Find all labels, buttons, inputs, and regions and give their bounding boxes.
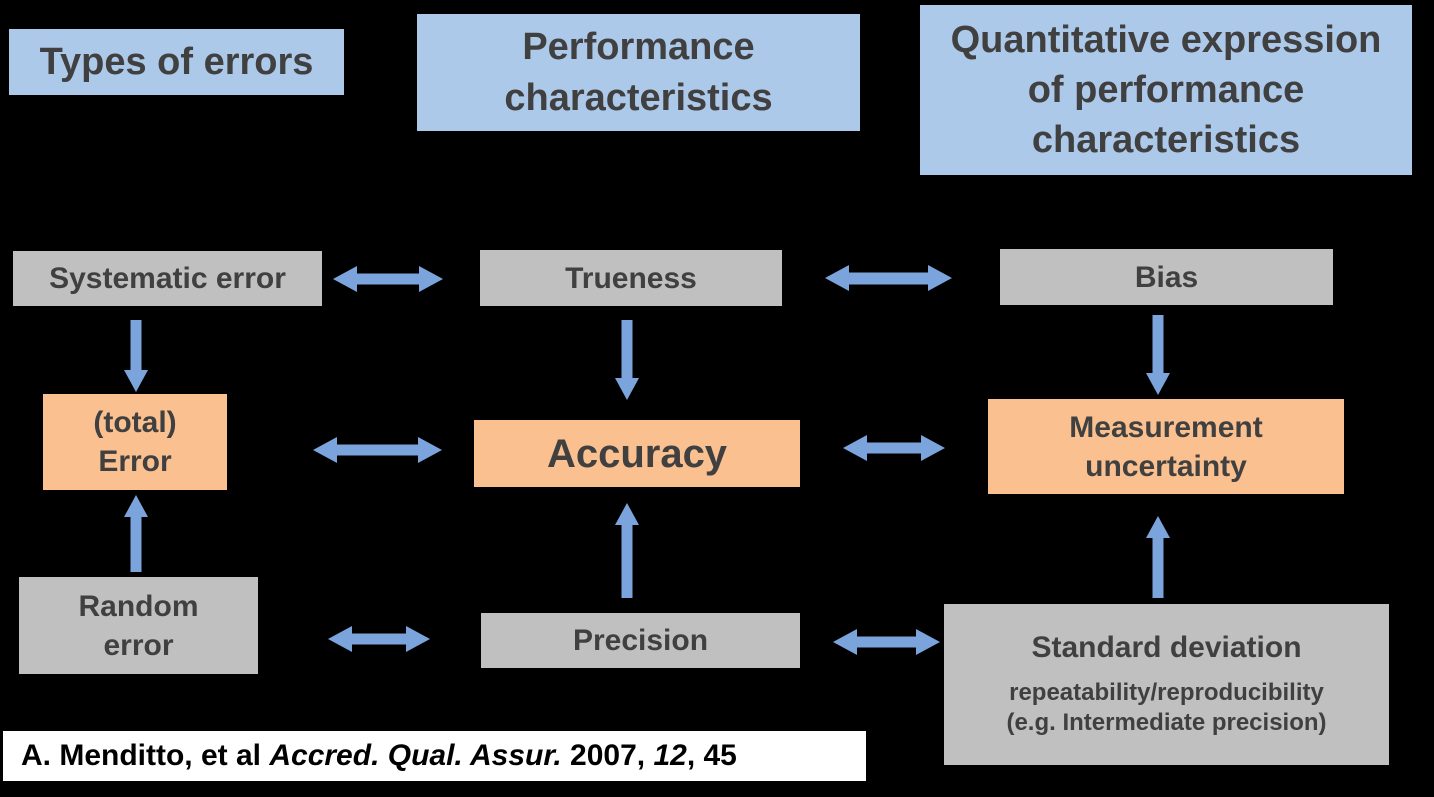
standard-deviation-title: Standard deviation [1031, 631, 1302, 664]
arrow-precision-to-accuracy-icon [615, 503, 639, 598]
citation-authors: A. Menditto, et al [21, 739, 270, 772]
arrow-accuracy-uncertainty-icon [843, 435, 945, 461]
arrow-totalerror-accuracy-icon [313, 437, 442, 463]
header-quantitative-expression: Quantitative expression of performance c… [920, 5, 1412, 175]
node-measurement-uncertainty: Measurement uncertainty [988, 399, 1344, 494]
arrow-systematic-to-totalerror-icon [124, 320, 148, 392]
arrow-stddev-to-uncertainty-icon [1146, 516, 1170, 598]
citation-pages: , 45 [686, 739, 737, 772]
node-standard-deviation: Standard deviation repeatability/reprodu… [944, 604, 1389, 765]
arrow-bias-to-uncertainty-icon [1146, 315, 1170, 395]
node-systematic-error: Systematic error [13, 251, 322, 306]
header-types-of-errors: Types of errors [9, 29, 344, 95]
node-bias: Bias [1000, 249, 1333, 305]
arrow-systematic-trueness-icon [333, 266, 443, 292]
arrow-random-precision-icon [328, 626, 430, 652]
citation-volume: 12 [653, 739, 687, 772]
header-performance-characteristics: Performance characteristics [417, 14, 860, 131]
node-trueness: Trueness [480, 250, 782, 306]
standard-deviation-subtext: repeatability/reproducibility (e.g. Inte… [1006, 679, 1327, 736]
arrow-trueness-to-accuracy-icon [615, 320, 639, 400]
citation-journal: Accred. Qual. Assur. [269, 739, 562, 772]
node-random-error: Random error [19, 577, 258, 674]
arrow-trueness-bias-icon [825, 265, 952, 291]
citation-bar: A. Menditto, et al Accred. Qual. Assur. … [3, 731, 866, 781]
node-total-error: (total) Error [43, 394, 227, 490]
node-precision: Precision [481, 613, 800, 668]
arrow-precision-stddev-icon [833, 629, 940, 655]
node-accuracy: Accuracy [474, 420, 800, 487]
arrow-random-to-totalerror-icon [124, 495, 148, 572]
citation-year: 2007, [561, 739, 654, 772]
